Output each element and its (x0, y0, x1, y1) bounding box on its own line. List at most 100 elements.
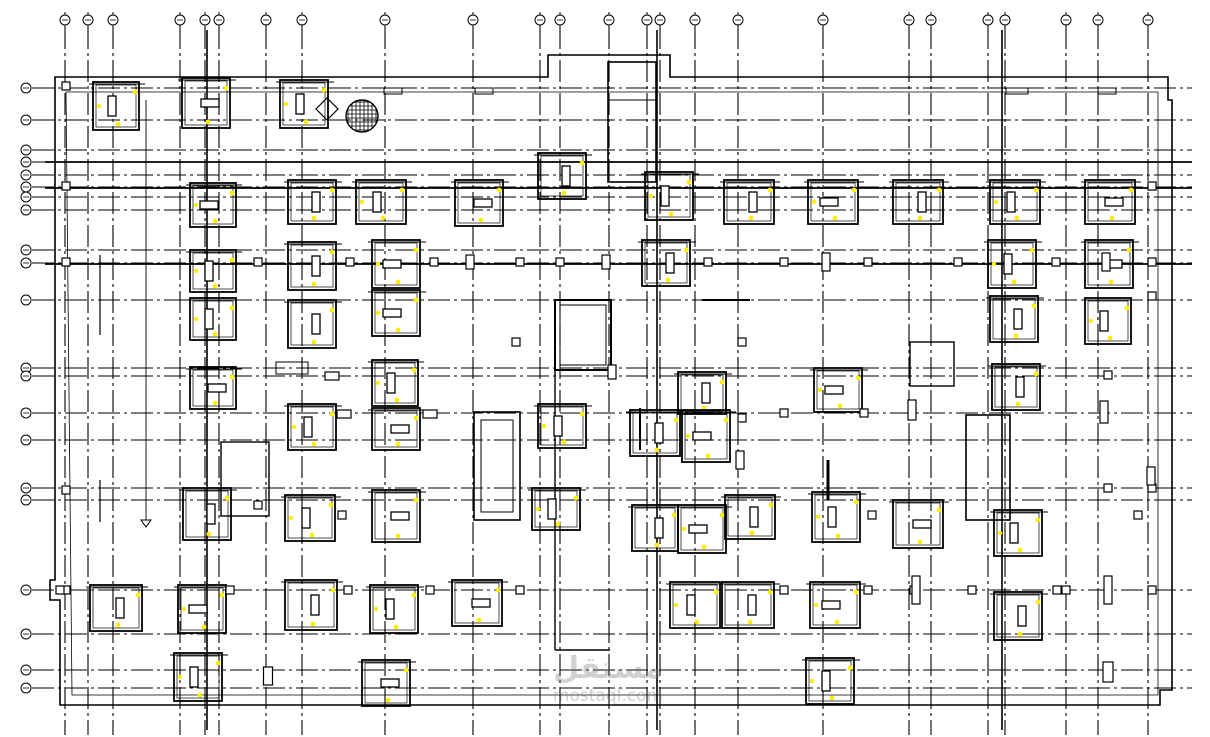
highlight-marker (311, 339, 317, 345)
highlight-marker (413, 247, 419, 253)
footing-rebar-edge (372, 587, 416, 631)
column (189, 666, 199, 688)
footing-rebar-edge (684, 412, 728, 460)
isolated-column (1103, 483, 1113, 493)
column (553, 415, 563, 437)
highlight-marker (359, 199, 365, 205)
wall-column (262, 666, 274, 686)
column (295, 93, 305, 115)
footing-with-column (86, 584, 148, 632)
column (311, 255, 321, 277)
footing-rebar-edge (95, 84, 137, 128)
highlight-marker (997, 530, 1003, 536)
footing-rebar-edge (358, 182, 404, 222)
lift-core-inner (559, 304, 607, 366)
highlight-marker (723, 417, 729, 423)
vertical-grid-lines (64, 27, 1149, 735)
wall-column (735, 450, 745, 470)
footing-with-column (678, 409, 736, 463)
stair-shaft (607, 61, 657, 183)
isolated-column (953, 257, 963, 267)
isolated-column (779, 408, 789, 418)
footing-with-column (368, 289, 426, 337)
highlight-marker (853, 499, 859, 505)
column (107, 95, 117, 117)
footing-with-column (628, 504, 684, 552)
highlight-marker (817, 387, 823, 393)
footing-outline (677, 504, 727, 554)
footing-with-column (721, 494, 781, 540)
footing-with-column (358, 659, 416, 707)
footing-rebar-edge (724, 584, 772, 626)
footing-outline (537, 403, 587, 449)
footing-outline (813, 367, 863, 413)
beam-stub (275, 361, 309, 375)
column (821, 670, 831, 692)
footing-rebar-edge (540, 406, 584, 446)
footing-outline (361, 659, 411, 707)
wall-column (607, 364, 617, 380)
highlight-marker (219, 592, 225, 598)
footing-rebar-edge (990, 242, 1034, 286)
isolated-column (425, 585, 435, 595)
column (1015, 376, 1025, 398)
footing-with-column (276, 79, 334, 129)
footing-outline (1084, 179, 1136, 225)
footing-outline (989, 179, 1041, 225)
footing-rebar-edge (812, 584, 858, 626)
column (207, 383, 227, 393)
footing-rebar-edge (454, 582, 500, 624)
highlight-marker (329, 187, 335, 193)
footing-with-column (990, 509, 1048, 557)
footing-rebar-edge (192, 252, 234, 290)
wall-column (911, 575, 921, 605)
highlight-marker (399, 187, 405, 193)
footing-with-column (804, 179, 864, 225)
highlight-marker (991, 261, 997, 267)
highlight-marker (1013, 333, 1019, 339)
highlight-marker (579, 160, 585, 166)
column (665, 252, 675, 274)
highlight-marker (373, 606, 379, 612)
highlight-marker (535, 506, 541, 512)
highlight-marker (834, 619, 840, 625)
highlight-marker (853, 589, 859, 595)
footing-outline (723, 179, 775, 225)
footing-outline (89, 584, 143, 632)
highlight-marker (193, 268, 199, 274)
footing-outline (287, 299, 337, 349)
highlight-marker (229, 374, 235, 380)
highlight-marker (177, 674, 183, 680)
highlight-marker (829, 695, 835, 701)
isolated-column (703, 257, 713, 267)
left-axis-bubbles (20, 82, 32, 694)
column (390, 424, 410, 434)
column (547, 498, 557, 520)
highlight-marker (229, 190, 235, 196)
column (385, 598, 395, 620)
core-wall (220, 441, 270, 517)
highlight-marker (809, 678, 815, 684)
footing-with-column (174, 584, 232, 634)
footing-outline (287, 403, 337, 451)
footing-rebar-edge (287, 582, 335, 628)
isolated-column (61, 485, 71, 495)
highlight-marker (713, 589, 719, 595)
footing-with-column (984, 239, 1042, 289)
highlight-marker (311, 281, 317, 287)
footing-with-column (718, 581, 780, 629)
footing-outline (371, 359, 419, 407)
highlight-marker (476, 617, 482, 623)
highlight-marker (206, 531, 212, 537)
footing-rebar-edge (374, 410, 418, 448)
footing-with-column (448, 579, 508, 627)
footing-outline (371, 489, 421, 543)
column (471, 598, 491, 608)
footing-with-column (281, 494, 341, 542)
isolated-column (343, 585, 353, 595)
highlight-marker (855, 375, 861, 381)
footing-with-column (990, 591, 1048, 641)
footing-with-column (806, 581, 866, 629)
highlight-marker (328, 502, 334, 508)
highlight-marker (413, 497, 419, 503)
